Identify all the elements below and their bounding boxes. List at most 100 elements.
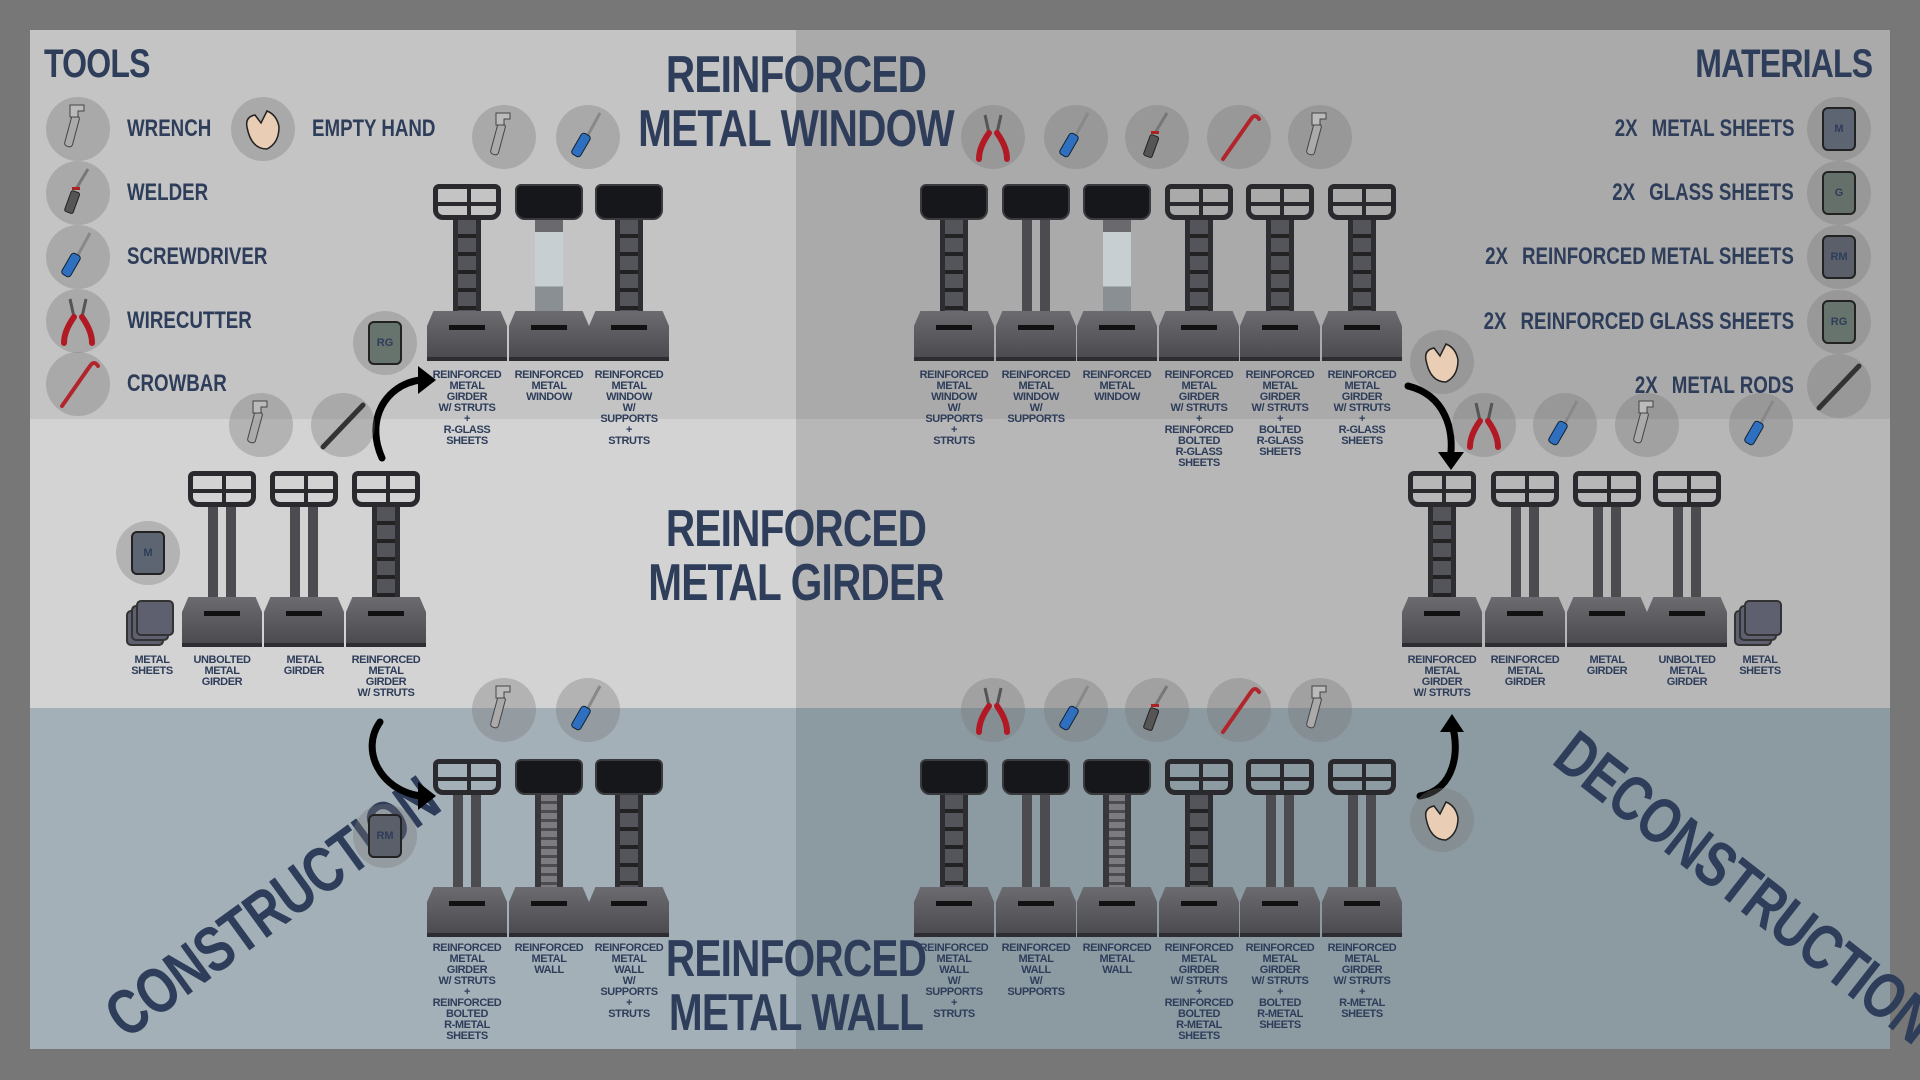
wall_left-stage-label: REINFORCED METAL WALL W/ SUPPORTS + STRU…: [594, 942, 664, 1020]
girder_right-stage-label: REINFORCED METAL GIRDER W/ STRUTS: [1407, 654, 1477, 699]
window_right-structure-4: [1240, 184, 1320, 361]
window_right-structure-3: [1159, 184, 1239, 361]
structure-cap: [1653, 471, 1721, 507]
structure-cap: [1246, 759, 1314, 795]
structure-cap: [433, 184, 501, 220]
structure-base: [1240, 887, 1320, 937]
wall_right-structure-3: [1159, 759, 1239, 937]
girder_left-step-wrench-icon: [229, 393, 293, 457]
sheet-code: RG: [368, 321, 402, 365]
window_right-step-welder-icon: [1125, 105, 1189, 169]
structure-column: [535, 795, 563, 891]
wall_left-structure-0: [427, 759, 507, 937]
wall_left-stage-label: REINFORCED METAL GIRDER W/ STRUTS + REIN…: [432, 942, 502, 1042]
metal-sheets-stack-left: [126, 600, 178, 648]
material-qty: 2X: [1612, 179, 1636, 206]
structure-base: [589, 887, 669, 937]
girder_left-structure-2: [264, 471, 344, 647]
structure-column: [453, 795, 481, 891]
window_right-step-crowbar-icon: [1207, 105, 1271, 169]
structure-base: [1402, 597, 1482, 647]
bg-bottom-left: [30, 708, 796, 1049]
wall_right-structure-5: [1322, 759, 1402, 937]
empty-hand-window-icon: [1410, 330, 1474, 394]
sheet-code: RM: [368, 814, 402, 858]
structure-base: [996, 311, 1076, 361]
window_left-structure-0: [427, 184, 507, 361]
window_left-step-screwdriver-icon: [556, 105, 620, 169]
structure-cap: [1573, 471, 1641, 507]
girder_right-step-wirecutter-icon: [1452, 393, 1516, 457]
wall_left-step-wrench-icon: [472, 678, 536, 742]
materials-heading: MATERIALS: [1694, 42, 1873, 86]
girder_left-structure-1: [182, 471, 262, 647]
girder_right-step-wrench-icon: [1615, 393, 1679, 457]
window_right-structure-0: [914, 184, 994, 361]
structure-column: [615, 220, 643, 315]
title-wall: REINFORCED METAL WALL: [665, 930, 927, 1042]
structure-base: [264, 597, 344, 647]
structure-cap: [1491, 471, 1559, 507]
wall_left-structure-2: [589, 759, 669, 937]
structure-column: [208, 507, 236, 601]
window_left-structure-2: [589, 184, 669, 361]
material-icon-2: RM: [1807, 225, 1871, 289]
title-girder: REINFORCED METAL GIRDER: [648, 500, 944, 612]
girder_right-structure-0: [1402, 471, 1482, 647]
screwdriver-icon: [46, 225, 110, 289]
girder_right-structure-2: [1567, 471, 1647, 647]
wall_right-structure-1: [996, 759, 1076, 937]
girder_right-stage-label: METAL SHEETS: [1739, 654, 1781, 677]
tool-label-empty-hand: EMPTY HAND: [312, 115, 436, 142]
structure-column: [1511, 507, 1539, 601]
structure-column: [1266, 795, 1294, 891]
structure-cap: [1165, 184, 1233, 220]
wall_right-step-wirecutter-icon: [961, 678, 1025, 742]
tool-label-crowbar: CROWBAR: [127, 370, 227, 397]
window_left-step-wrench-icon: [472, 105, 536, 169]
material-icon-1: G: [1807, 161, 1871, 225]
window_left-stage-label: REINFORCED METAL WINDOW W/ SUPPORTS + ST…: [594, 369, 664, 447]
material-icon-4: [1807, 354, 1871, 418]
structure-cap: [515, 184, 583, 220]
structure-cap: [433, 759, 501, 795]
structure-cap: [1246, 184, 1314, 220]
welder-icon: [46, 161, 110, 225]
structure-cap: [515, 759, 583, 795]
window_left-stage-label: REINFORCED METAL WINDOW: [514, 369, 584, 403]
sheet-code: M: [1822, 107, 1856, 151]
girder_right-structure-3: [1647, 471, 1727, 647]
structure-cap: [1408, 471, 1476, 507]
structure-base: [589, 311, 669, 361]
material-name: METAL RODS: [1671, 372, 1794, 399]
wrench-icon: [46, 97, 110, 161]
structure-base: [1567, 597, 1647, 647]
structure-cap: [352, 471, 420, 507]
empty-hand-icon: [231, 97, 295, 161]
structure-column: [1185, 220, 1213, 315]
window_right-step-wirecutter-icon: [961, 105, 1025, 169]
wall_right-step-wrench-icon: [1288, 678, 1352, 742]
structure-column: [1348, 220, 1376, 315]
structure-base: [1322, 311, 1402, 361]
structure-column: [1103, 795, 1131, 891]
structure-cap: [1328, 759, 1396, 795]
structure-base: [1077, 887, 1157, 937]
structure-column: [1266, 220, 1294, 315]
structure-cap: [1165, 759, 1233, 795]
structure-cap: [920, 759, 988, 795]
structure-column: [940, 220, 968, 315]
structure-column: [290, 507, 318, 601]
material-name: REINFORCED METAL SHEETS: [1522, 243, 1794, 270]
wall_right-stage-label: REINFORCED METAL GIRDER W/ STRUTS + BOLT…: [1245, 942, 1315, 1031]
material-name: METAL SHEETS: [1651, 115, 1794, 142]
structure-base: [427, 311, 507, 361]
girder_right-stage-label: UNBOLTED METAL GIRDER: [1658, 654, 1716, 688]
wall_right-stage-label: REINFORCED METAL WALL: [1082, 942, 1152, 976]
window_right-structure-2: [1077, 184, 1157, 361]
structure-cap: [1083, 759, 1151, 795]
arrow-from-wall-right: [1416, 721, 1459, 800]
